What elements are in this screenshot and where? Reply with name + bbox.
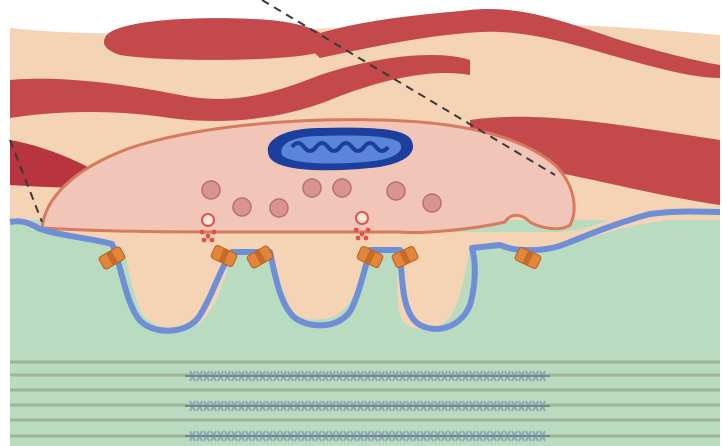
neurotransmitter-dot bbox=[206, 234, 211, 239]
neurotransmitter-dot bbox=[210, 238, 215, 243]
docked-vesicle bbox=[356, 212, 368, 224]
mitochondrion bbox=[268, 128, 413, 171]
synaptic-vesicle bbox=[333, 179, 351, 197]
neurotransmitter-dot bbox=[356, 236, 361, 241]
synaptic-vesicle bbox=[270, 199, 288, 217]
neurotransmitter-dot bbox=[212, 230, 217, 235]
docked-vesicle bbox=[202, 214, 214, 226]
neurotransmitter-dot bbox=[366, 228, 371, 233]
neurotransmitter-dot bbox=[360, 232, 365, 237]
synaptic-vesicle bbox=[233, 198, 251, 216]
neurotransmitter-dot bbox=[364, 236, 369, 241]
nerve-fiber-oval bbox=[104, 18, 328, 60]
neurotransmitter-dot bbox=[202, 238, 207, 243]
neurotransmitter-dot bbox=[354, 228, 359, 233]
synaptic-vesicle bbox=[202, 181, 220, 199]
neurotransmitter-dot bbox=[200, 230, 205, 235]
synaptic-vesicle bbox=[303, 179, 321, 197]
synaptic-vesicle bbox=[387, 182, 405, 200]
synaptic-vesicle bbox=[423, 194, 441, 212]
